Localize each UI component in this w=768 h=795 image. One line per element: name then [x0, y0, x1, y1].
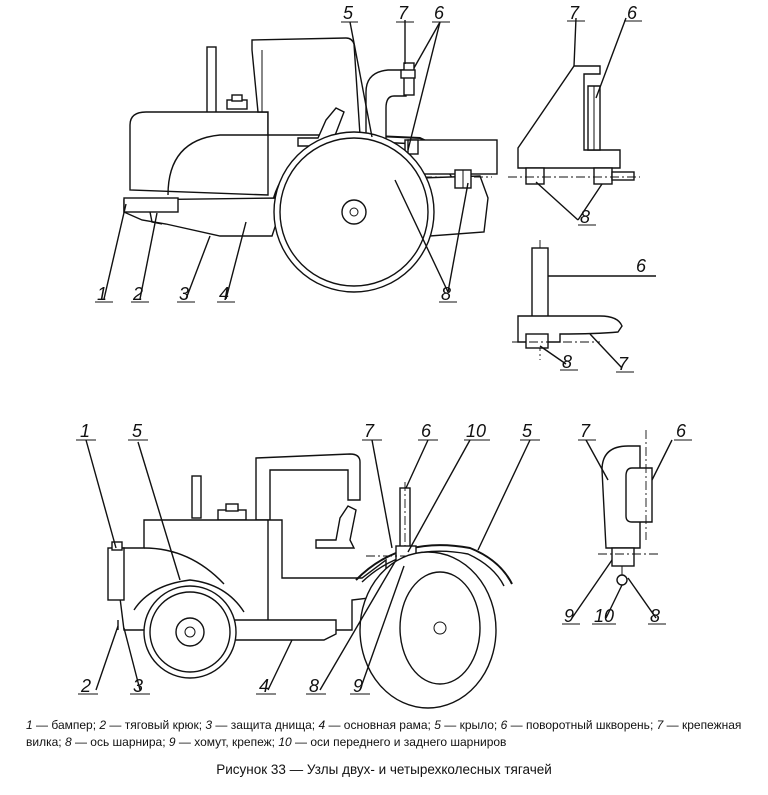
legend-item-9: 9 — хомут, крепеж; [168, 735, 279, 749]
legend-item-2: 2 — тяговый крюк; [99, 718, 206, 732]
label-5: 5 [343, 3, 354, 23]
legend-item-8: 8 — ось шарнира; [64, 735, 169, 749]
label-9: 9 [564, 606, 574, 626]
label-8: 8 [309, 676, 319, 696]
label-8: 8 [441, 284, 451, 304]
four-wheel-tractor-drawing [76, 439, 540, 709]
label-1: 1 [97, 284, 107, 304]
label-6: 6 [421, 421, 432, 441]
label-7: 7 [569, 3, 580, 23]
label-6: 6 [676, 421, 687, 441]
legend-item-4: 4 — основная рама; [318, 718, 435, 732]
label-9: 9 [353, 676, 363, 696]
legend-item-6: 6 — поворотный шкворень; [500, 718, 657, 732]
two-wheel-tractor-drawing [95, 20, 498, 303]
label-5: 5 [132, 421, 143, 441]
label-4: 4 [219, 284, 229, 304]
label-7: 7 [580, 421, 591, 441]
legend-item-1: 1 — бампер; [26, 718, 100, 732]
figure-caption: Рисунок 33 — Узлы двух- и четырехколесны… [216, 762, 552, 777]
legend-item-10: 10 — оси переднего и заднего шарниров [278, 735, 507, 749]
label-8: 8 [562, 352, 572, 372]
callout-labels: 1 2 3 4 5 7 6 8 7 6 8 6 8 7 1 5 7 6 10 5… [80, 3, 687, 696]
label-10: 10 [594, 606, 614, 626]
legend-item-3: 3 — защита днища; [205, 718, 319, 732]
label-6: 6 [434, 3, 445, 23]
fork-detail-c [562, 430, 692, 625]
label-8: 8 [650, 606, 660, 626]
label-10: 10 [466, 421, 486, 441]
label-7: 7 [364, 421, 375, 441]
legend-item-7: 7 — крепежная вилка; [26, 718, 742, 749]
label-2: 2 [80, 676, 91, 696]
tractor-diagram: 1 2 3 4 5 7 6 8 7 6 8 6 8 7 1 5 7 6 10 5… [76, 3, 692, 709]
label-1: 1 [80, 421, 90, 441]
fork-detail-a [508, 17, 642, 226]
label-7: 7 [618, 354, 629, 374]
label-7: 7 [398, 3, 409, 23]
label-8: 8 [580, 207, 590, 227]
label-3: 3 [179, 284, 189, 304]
label-5: 5 [522, 421, 533, 441]
fork-detail-b [512, 240, 656, 373]
label-6: 6 [636, 256, 647, 276]
label-4: 4 [259, 676, 269, 696]
legend-item-5: 5 — крыло; [434, 718, 501, 732]
label-3: 3 [133, 676, 143, 696]
label-6: 6 [627, 3, 638, 23]
label-2: 2 [132, 284, 143, 304]
legend: 1 — бампер; 2 — тяговый крюк; 3 — защита… [26, 717, 752, 751]
